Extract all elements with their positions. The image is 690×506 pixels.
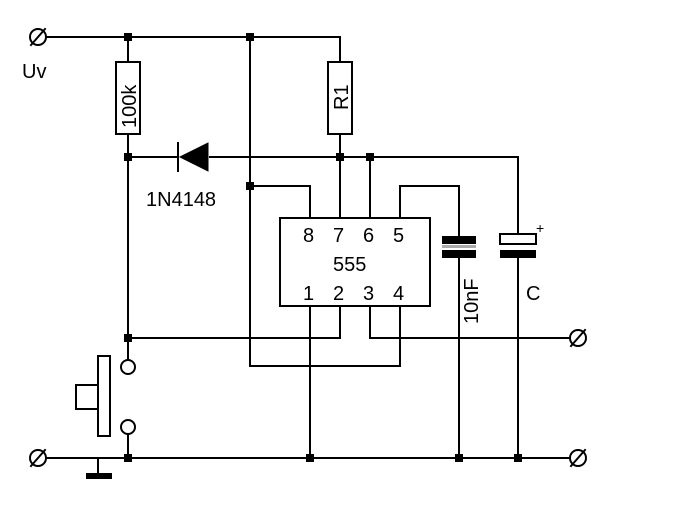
ic-555: 8 7 6 5 555 1 2 3 4 bbox=[279, 217, 431, 307]
capacitor-c-polarity: + bbox=[536, 220, 544, 236]
push-button-switch bbox=[75, 355, 136, 437]
capacitor-c: + C bbox=[499, 220, 544, 305]
ic-pin-6-label: 6 bbox=[363, 225, 374, 247]
ground-symbol bbox=[86, 457, 112, 479]
resistor-r1-label: R1 bbox=[331, 84, 353, 110]
terminal-output bbox=[569, 328, 587, 348]
supply-label: Uv bbox=[22, 61, 46, 83]
terminal-ground-left bbox=[29, 448, 47, 468]
ic-pin-3-label: 3 bbox=[363, 283, 374, 305]
ic-pin-5-label: 5 bbox=[393, 225, 404, 247]
capacitor-10nf-label: 10nF bbox=[461, 278, 483, 324]
junction-dots bbox=[124, 33, 522, 462]
ic-pin-4-label: 4 bbox=[393, 283, 404, 305]
resistor-r1: R1 bbox=[327, 61, 353, 135]
resistor-100k: 100k bbox=[115, 61, 141, 135]
ic-pin-1-label: 1 bbox=[303, 283, 314, 305]
ic-pin-8-label: 8 bbox=[303, 225, 314, 247]
capacitor-10nf: 10nF bbox=[442, 236, 483, 324]
diode-1n4148: 1N4148 bbox=[146, 142, 216, 211]
terminal-supply bbox=[29, 27, 47, 47]
terminal-ground-right bbox=[569, 448, 587, 468]
capacitor-c-label: C bbox=[526, 283, 540, 305]
diode-label: 1N4148 bbox=[146, 189, 216, 211]
ic-pin-2-label: 2 bbox=[333, 283, 344, 305]
ic-name-label: 555 bbox=[333, 254, 366, 276]
ic-pin-7-label: 7 bbox=[333, 225, 344, 247]
resistor-100k-label: 100k bbox=[119, 84, 141, 128]
